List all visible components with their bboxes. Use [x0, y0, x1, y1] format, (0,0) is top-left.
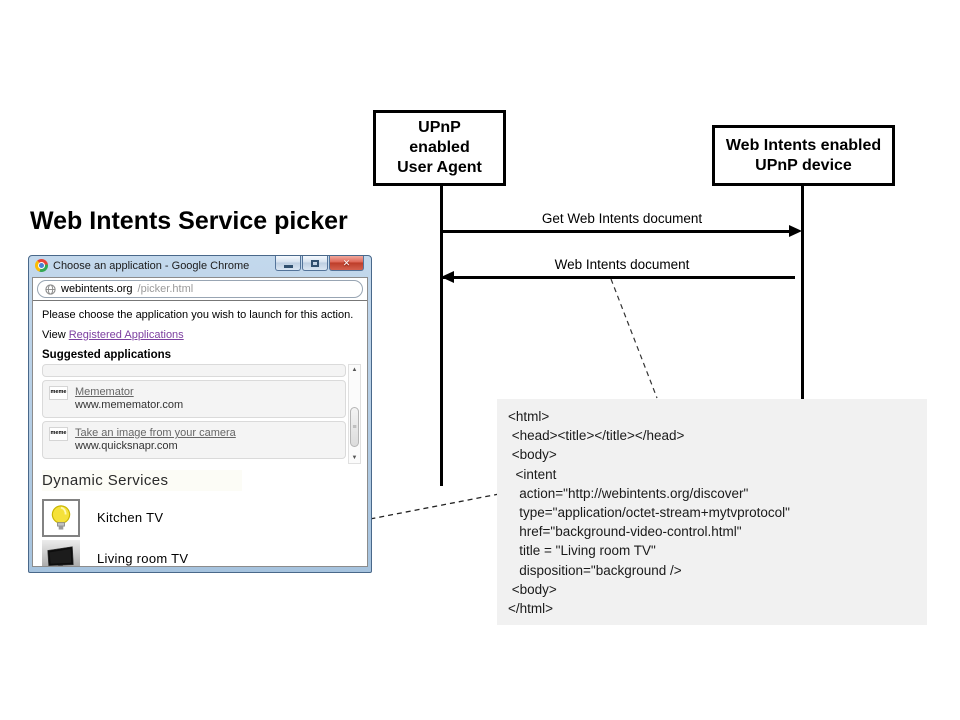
lightbulb-icon — [42, 498, 80, 537]
app-row-partial[interactable] — [42, 364, 346, 377]
window-controls: ✕ — [275, 256, 364, 271]
app-row-mememator[interactable]: meme Mememator www.mememator.com — [42, 380, 346, 418]
arrowhead-left-icon — [441, 271, 454, 283]
window-titlebar[interactable]: Choose an application - Google Chrome ✕ — [32, 256, 368, 277]
code-line: disposition="background /> — [508, 562, 682, 578]
app-url: www.quicksnapr.com — [75, 440, 178, 452]
lifeline-upnp-device — [801, 186, 804, 399]
code-line: </html> — [508, 601, 554, 617]
scroll-up-arrow[interactable]: ▲ — [351, 367, 358, 373]
message-arrow-document — [443, 276, 795, 279]
url-input[interactable]: webintents.org/picker.html — [37, 280, 363, 298]
service-label: Living room TV — [97, 551, 189, 566]
app-row-quicksnapr[interactable]: meme Take an image from your camera www.… — [42, 421, 346, 459]
meme-icon: meme — [49, 427, 68, 441]
tv-icon — [42, 539, 80, 566]
app-list: meme Mememator www.mememator.com meme Ta… — [42, 364, 361, 464]
message-label-document: Web Intents document — [554, 257, 690, 272]
registered-applications-link[interactable]: Registered Applications — [68, 329, 184, 341]
minimize-icon — [283, 264, 293, 268]
dashed-connector-document-to-code — [610, 278, 658, 399]
code-line: <intent — [508, 466, 557, 482]
url-path: /picker.html — [137, 283, 194, 295]
app-text: Take an image from your camera www.quick… — [75, 427, 236, 452]
maximize-icon — [311, 259, 319, 267]
code-line: type="application/octet-stream+mytvproto… — [508, 505, 790, 521]
dynamic-services-heading: Dynamic Services — [42, 470, 242, 491]
close-button[interactable]: ✕ — [329, 256, 364, 271]
service-row-kitchen-tv[interactable]: Kitchen TV — [42, 498, 361, 537]
arrowhead-right-icon — [789, 225, 802, 237]
app-name-link[interactable]: Take an image from your camera — [75, 427, 236, 439]
message-label-get-document: Get Web Intents document — [541, 211, 703, 226]
view-prefix: View — [42, 329, 66, 341]
actor-label-line: UPnP device — [755, 156, 852, 174]
actor-label-line: User Agent — [397, 159, 482, 176]
lifeline-user-agent — [440, 186, 443, 486]
actor-label-line: Web Intents enabled — [725, 136, 882, 154]
chrome-picker-window: Choose an application - Google Chrome ✕ … — [28, 255, 372, 573]
prompt-text: Please choose the application you wish t… — [42, 309, 354, 321]
code-line: href="background-video-control.html" — [508, 524, 742, 540]
message-arrow-get-document — [443, 230, 795, 233]
globe-icon — [45, 283, 56, 295]
suggested-applications-heading: Suggested applications — [42, 349, 172, 361]
actor-box-upnp-device: Web Intents enabled UPnP device — [712, 125, 895, 186]
service-row-living-room-tv[interactable]: Living room TV — [42, 539, 361, 566]
scroll-thumb[interactable]: ≡ — [350, 407, 359, 447]
window-body: webintents.org/picker.html Please choose… — [32, 277, 368, 567]
chrome-icon — [35, 259, 48, 272]
picker-content: Please choose the application you wish t… — [33, 301, 367, 566]
service-label: Kitchen TV — [97, 510, 164, 525]
app-url: www.mememator.com — [75, 399, 184, 411]
url-host: webintents.org — [61, 283, 133, 295]
actor-box-user-agent: UPnP enabled User Agent — [373, 110, 506, 186]
maximize-button[interactable] — [302, 256, 328, 271]
page-title: Web Intents Service picker — [30, 207, 348, 235]
actor-label-line: UPnP — [418, 119, 461, 136]
code-line: <head><title></title></head> — [508, 428, 685, 444]
code-line: <html> — [508, 409, 550, 424]
app-text: Mememator www.mememator.com — [75, 386, 183, 411]
code-line: action="http://webintents.org/discover" — [508, 485, 749, 501]
code-block: <html> <head><title></title></head> <bod… — [497, 399, 927, 625]
view-line: View Registered Applications — [42, 329, 361, 341]
meme-icon: meme — [49, 386, 68, 400]
minimize-button[interactable] — [275, 256, 301, 271]
code-line: title = "Living room TV" — [508, 543, 656, 559]
list-scrollbar[interactable]: ▲ ≡ ▼ — [348, 364, 361, 464]
actor-label-line: enabled — [409, 139, 470, 156]
address-bar: webintents.org/picker.html — [33, 278, 367, 301]
code-line: <body> — [508, 447, 557, 463]
app-name-link[interactable]: Mememator — [75, 386, 134, 398]
scroll-down-arrow[interactable]: ▼ — [351, 455, 358, 461]
code-line: <body> — [508, 581, 557, 597]
window-title: Choose an application - Google Chrome — [53, 260, 250, 272]
